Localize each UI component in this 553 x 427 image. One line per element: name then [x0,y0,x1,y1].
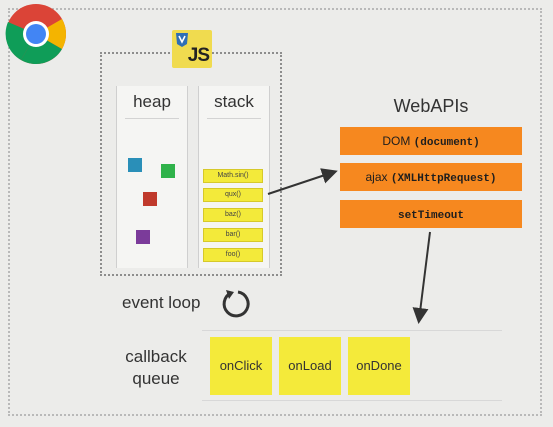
webapi-dom-prefix: DOM [382,134,414,148]
callback-queue-label-line1: callback [125,347,187,366]
queue-item-onload: onLoad [279,337,341,395]
heap-object [128,158,142,172]
js-logo-text: JS [187,45,210,66]
webapi-ajax-code: (XMLHttpRequest) [390,173,497,185]
browser-frame [8,8,542,416]
webapis-title: WebAPIs [393,96,469,116]
stack-frame: Math.sin() [203,169,263,183]
webapi-dom: DOM (document) [340,127,522,155]
heap-object [161,164,175,178]
event-loop-label: event loop [122,293,201,312]
js-logo: JS [172,30,212,68]
stack-frame: qux() [203,188,263,202]
webapi-ajax: ajax (XMLHttpRequest) [340,163,522,191]
queue-divider-top [202,330,502,331]
loop-arrow-icon [222,290,250,318]
webapi-ajax-prefix: ajax [365,170,391,184]
stack-frame: foo() [203,248,263,262]
stack-title: stack [199,92,269,119]
chrome-logo-icon [5,4,67,65]
heap-panel: heap [116,86,188,268]
queue-item-onclick: onClick [210,337,272,395]
stack-frame: bar() [203,228,263,242]
callback-queue-label: callback queue [108,346,204,390]
shield-icon [176,33,188,47]
queue-item-ondone: onDone [348,337,410,395]
heap-object [143,192,157,206]
callback-queue-label-line2: queue [132,369,180,388]
webapi-settimeout-code: setTimeout [397,210,464,222]
queue-divider-bottom [202,400,502,401]
webapi-settimeout: setTimeout [340,200,522,228]
heap-title: heap [117,92,187,119]
webapi-dom-code: (document) [413,137,480,149]
heap-object [136,230,150,244]
stack-frame: baz() [203,208,263,222]
